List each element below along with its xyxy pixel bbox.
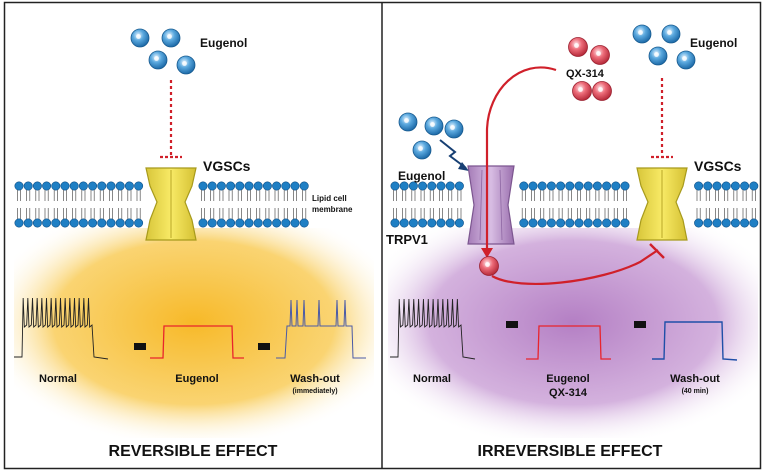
right-lipid-membrane [390,181,759,228]
eugenol-molecule-icon [176,55,196,75]
trpv1-label: TRPV1 [386,232,428,247]
trpv1-channel [467,165,515,245]
right-vgsc-channel [636,167,688,241]
left-trace-sub-washout: (immediately) [292,388,337,395]
right-arrow-icon [624,321,646,328]
left-eugenol-cluster [130,28,196,75]
membrane-label-line2: membrane [312,205,353,214]
left-effect-title: REVERSIBLE EFFECT [109,443,278,460]
eugenol-molecule-icon [632,24,652,44]
eugenol-molecule-icon [148,50,168,70]
right-trace-label-washout: Wash-out [670,373,720,385]
left-eugenol-label: Eugenol [200,36,247,50]
right-trace-label-normal: Normal [413,373,451,385]
right-eugenol-cluster-top [632,24,696,70]
qx314-molecule-icon [590,45,610,65]
left-cytoplasm-glow [14,228,374,438]
qx314-block-bar [649,243,665,259]
eugenol-molecule-icon [444,119,464,139]
left-vgsc-channel [145,167,197,241]
eugenol-molecule-icon [398,112,418,132]
qx314-entry-arrowhead [481,248,493,258]
left-vgsc-label: VGSCs [203,158,251,174]
qx314-label: QX-314 [566,68,605,80]
qx314-entry-arrow [485,66,557,250]
eugenol-molecule-icon [648,46,668,66]
right-vgsc-label: VGSCs [694,158,742,174]
right-trace-label-eugenol: Eugenol [546,373,589,385]
eugenol-molecule-icon [130,28,150,48]
left-trace-eugenol [150,325,244,359]
qx314-molecule-icon [572,81,592,101]
right-trace-eugenol [526,325,611,360]
right-eugenol-label-top: Eugenol [690,36,737,50]
eugenol-molecule-icon [161,28,181,48]
eugenol-molecule-icon [412,140,432,160]
left-trace-normal [14,297,109,360]
right-trace-sub-qx314: QX-314 [549,387,588,399]
qx314-molecule-icon [592,81,612,101]
right-cytoplasm-glow [388,228,758,438]
right-eugenol-label-side: Eugenol [398,169,445,183]
qx314-molecule-icon [479,256,499,276]
right-effect-title: IRREVERSIBLE EFFECT [478,443,663,460]
lightning-arrow-head [458,162,469,171]
right-trace-sub-washout: (40 min) [682,388,709,395]
eugenol-molecule-icon [661,24,681,44]
right-trace-washout [652,321,738,361]
membrane-label-line1: Lipid cell [312,194,347,203]
right-arrow-icon [248,343,270,350]
eugenol-molecule-icon [676,50,696,70]
right-arrow-icon [124,343,146,350]
left-trace-label-washout: Wash-out [290,373,340,385]
qx314-molecule-icon [568,37,588,57]
left-lipid-membrane [14,181,309,228]
left-trace-label-normal: Normal [39,373,77,385]
eugenol-molecule-icon [424,116,444,136]
right-arrow-icon [496,321,518,328]
lightning-arrow-icon [439,139,467,169]
left-trace-washout [276,299,366,359]
right-trace-normal [390,298,476,360]
qx314-block-arrow [491,249,659,285]
left-trace-label-eugenol: Eugenol [175,373,218,385]
